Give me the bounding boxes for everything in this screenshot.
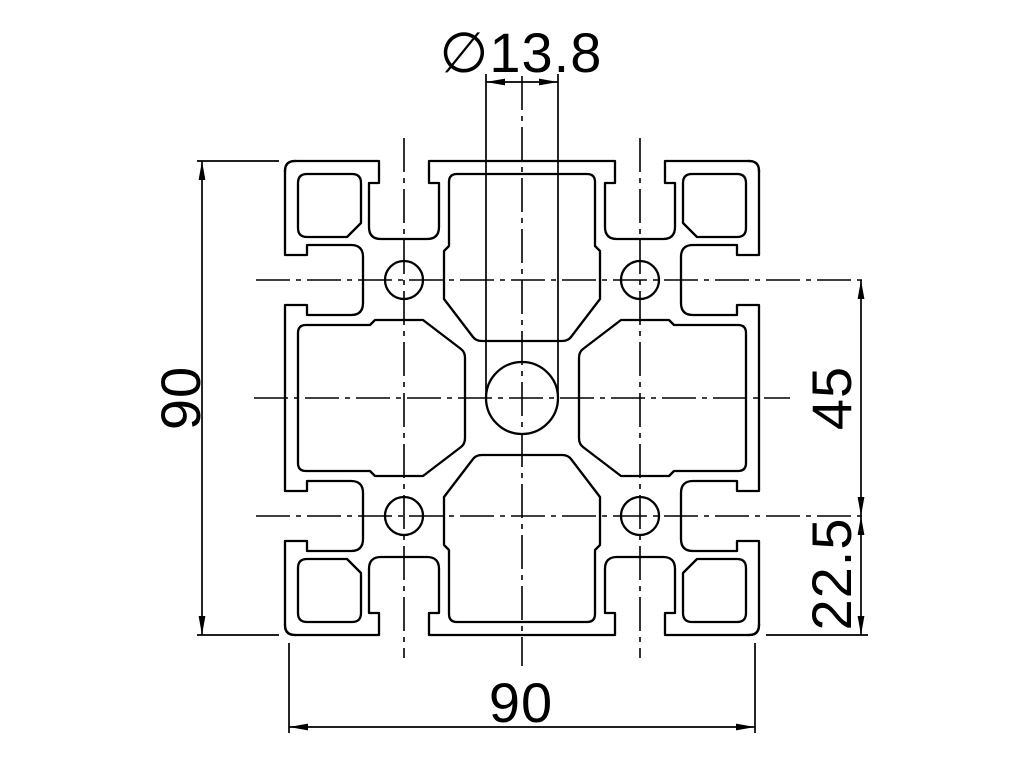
dimension-overall-height: 90 xyxy=(149,160,279,636)
arrowhead-left xyxy=(289,723,308,731)
arrowhead-bottom xyxy=(198,616,206,635)
arrowhead-top xyxy=(198,161,206,180)
dim-edge-to-slot-label: 22.5 xyxy=(800,518,863,631)
arrowhead-left xyxy=(486,78,505,86)
arrowhead-top xyxy=(857,516,865,535)
dimension-edge-to-slot: 22.5 xyxy=(766,516,868,636)
dimension-hole-diameter: ∅13.8 xyxy=(440,21,603,397)
dim-hole-diameter-label: ∅13.8 xyxy=(440,21,603,84)
dim-overall-height-label: 90 xyxy=(149,366,212,430)
arrowhead-top xyxy=(857,280,865,299)
centerlines xyxy=(254,76,868,666)
arrowhead-bottom xyxy=(857,616,865,635)
arrowhead-right xyxy=(736,723,755,731)
dimension-slot-spacing: 45 xyxy=(800,280,865,516)
arrowhead-right xyxy=(539,78,558,86)
dim-overall-width-label: 90 xyxy=(489,671,553,734)
dim-slot-spacing-label: 45 xyxy=(800,366,863,430)
arrowhead-bottom xyxy=(857,497,865,516)
dimension-overall-width: 90 xyxy=(288,643,756,734)
